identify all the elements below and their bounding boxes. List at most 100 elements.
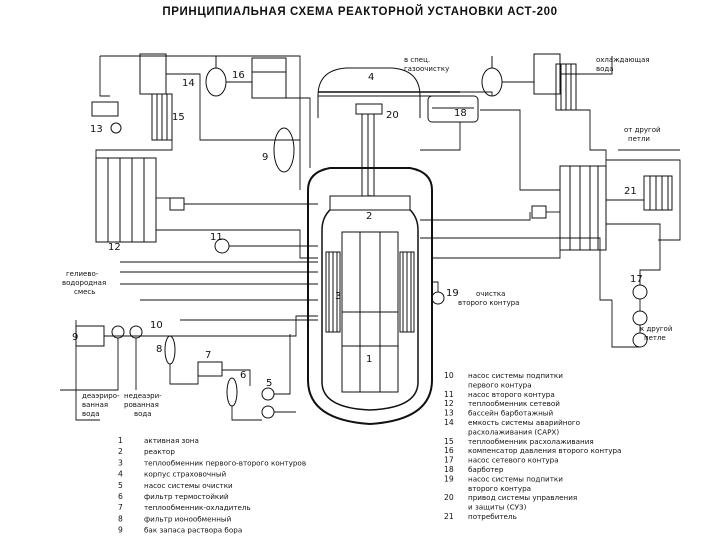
legend-left-number: 2 bbox=[118, 447, 123, 456]
legend-right-text: теплообменник расхолаживания bbox=[468, 437, 594, 446]
safety-vessel-body bbox=[307, 167, 433, 426]
legend-right-text: насос системы подпитки bbox=[468, 474, 563, 483]
gas-cleanup-l1: в спец. bbox=[404, 56, 430, 64]
safety-vessel bbox=[317, 67, 421, 118]
legend-left-number: 5 bbox=[118, 481, 123, 490]
num-4: 4 bbox=[368, 72, 374, 83]
bubbler bbox=[427, 95, 479, 123]
num-16: 16 bbox=[232, 70, 245, 81]
from-other-loop-l1: от другой bbox=[624, 126, 661, 134]
cleanup-pump-5b bbox=[261, 405, 275, 419]
legend-left-text: реактор bbox=[144, 447, 175, 456]
num-7: 7 bbox=[205, 350, 211, 361]
network-pump-17a bbox=[632, 284, 648, 300]
legend-left-text: теплообменник первого-второго контуров bbox=[144, 458, 306, 467]
num-2: 2 bbox=[366, 211, 372, 222]
num-11: 11 bbox=[210, 232, 223, 243]
legend-right-text: емкость системы аварийного bbox=[468, 418, 580, 427]
num-21: 21 bbox=[624, 186, 637, 197]
deaerated-l2: ванная bbox=[82, 401, 108, 409]
legend-right-text: привод системы управления bbox=[468, 493, 577, 502]
deaerated-l1: деаэриро- bbox=[82, 392, 120, 400]
valve-right-mid bbox=[531, 205, 547, 219]
cooling-water-l2: вода bbox=[596, 65, 614, 73]
legend-right-text: насос сетевого контура bbox=[468, 456, 559, 465]
legend-left-text: бак запаса раствора бора bbox=[144, 526, 242, 535]
pump-13 bbox=[110, 122, 122, 134]
legend-right-number: 18 bbox=[444, 465, 454, 474]
helium-hydrogen-l1: гелиево- bbox=[66, 270, 99, 278]
annotations: в спец. газоочистку охлаждающая вода от … bbox=[62, 56, 672, 418]
reactor-vessel bbox=[321, 195, 419, 411]
legend-left-number: 6 bbox=[118, 492, 123, 501]
legend-right-text: насос второго контура bbox=[468, 390, 555, 399]
consumer bbox=[643, 175, 673, 211]
cooling-water-l1: охлаждающая bbox=[596, 56, 650, 64]
legend-right-number: 20 bbox=[444, 493, 454, 502]
bubbling-pool bbox=[91, 101, 119, 117]
diagram-title: ПРИНЦИПИАЛЬНАЯ СХЕМА РЕАКТОРНОЙ УСТАНОВК… bbox=[162, 6, 558, 18]
non-deaerated-l2: рованная bbox=[124, 401, 159, 409]
num-12: 12 bbox=[108, 242, 121, 253]
legend-right-text: бассейн барботажный bbox=[468, 409, 553, 418]
thermo-filter bbox=[226, 377, 238, 407]
legend-right-text: компенсатор давления второго контура bbox=[468, 446, 621, 455]
legend-left-text: теплообменник-охладитель bbox=[144, 503, 251, 512]
legend-right-number: 12 bbox=[444, 399, 454, 408]
legend-right-text: первого контура bbox=[468, 380, 532, 389]
non-deaerated-l3: вода bbox=[134, 410, 152, 418]
legend-left-number: 9 bbox=[118, 526, 123, 535]
legend-left-number: 1 bbox=[118, 436, 123, 445]
cleanup-second-loop-l1: очистка bbox=[476, 290, 505, 298]
legend-right-text: теплообменник сетевой bbox=[468, 399, 560, 408]
network-pump-17b bbox=[632, 310, 648, 326]
from-other-loop-l2: петли bbox=[628, 135, 650, 143]
control-drive-head bbox=[355, 103, 383, 115]
legend-right-text: расхолаживания (САРХ) bbox=[468, 427, 559, 436]
num-6: 6 bbox=[240, 370, 246, 381]
num-13: 13 bbox=[90, 124, 103, 135]
num-20: 20 bbox=[386, 110, 399, 121]
legend-left-text: фильтр термостойкий bbox=[144, 492, 229, 501]
num-9b: 9 bbox=[72, 332, 78, 343]
legend-right-number: 16 bbox=[444, 446, 454, 455]
num-14: 14 bbox=[182, 78, 195, 89]
legend-right-text: насос системы подпитки bbox=[468, 371, 563, 380]
to-other-loop-l1: к другой bbox=[640, 325, 672, 333]
legend-left-text: фильтр ионообменный bbox=[144, 514, 232, 523]
legend-left-number: 7 bbox=[118, 503, 123, 512]
legend-left-text: насос системы очистки bbox=[144, 481, 233, 490]
pressurizer-left bbox=[205, 67, 227, 97]
valve-left-mid bbox=[169, 197, 185, 211]
legend-right-text: потребитель bbox=[468, 512, 517, 521]
legend-right-number: 15 bbox=[444, 437, 454, 446]
tank-top-left bbox=[251, 57, 287, 99]
network-hx-right bbox=[559, 165, 607, 251]
legend-left-text: корпус страховочный bbox=[144, 470, 227, 479]
reactor-lid bbox=[329, 195, 411, 211]
cleanup-second-loop-l2: второго контура bbox=[458, 299, 519, 307]
num-10: 10 bbox=[150, 320, 163, 331]
legend-right-text: второго контура bbox=[468, 484, 531, 493]
legend-right-text: барботер bbox=[468, 465, 504, 474]
sarh-tank-left bbox=[139, 53, 167, 95]
legend-right-text: и защиты (СУЗ) bbox=[468, 503, 527, 512]
cooler-hx bbox=[197, 361, 223, 377]
legend-right-number: 19 bbox=[444, 474, 454, 483]
makeup-pump-19 bbox=[431, 291, 445, 305]
legend-left-text: активная зона bbox=[144, 436, 199, 445]
legend-right-number: 21 bbox=[444, 512, 454, 521]
piping bbox=[60, 55, 681, 421]
legend-left: 1 активная зона 2 реактор 3 теплообменник пер… bbox=[118, 436, 306, 535]
non-deaerated-l1: недеаэри- bbox=[124, 392, 162, 400]
deaerated-l3: вода bbox=[82, 410, 100, 418]
num-3: 3 bbox=[335, 291, 341, 302]
legend-left-number: 3 bbox=[118, 458, 123, 467]
legend-right-number: 13 bbox=[444, 409, 454, 418]
legend-left-number: 4 bbox=[118, 470, 123, 479]
num-15: 15 bbox=[172, 112, 185, 123]
network-hx-left bbox=[95, 157, 157, 243]
legend-right-number: 11 bbox=[444, 390, 454, 399]
